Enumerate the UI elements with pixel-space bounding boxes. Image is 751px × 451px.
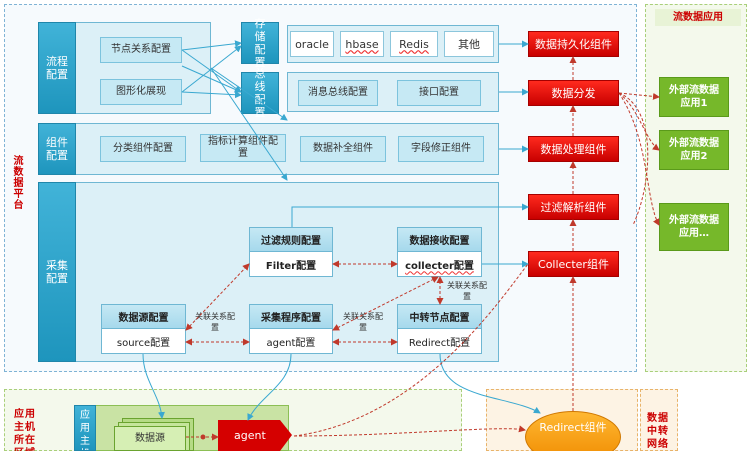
- data-receive-title: 数据接收配置: [398, 228, 481, 252]
- bus-config-header[interactable]: 总线配置: [241, 67, 279, 119]
- data-source-config[interactable]: 数据源配置 source配置: [101, 304, 186, 354]
- field-fix-component[interactable]: 字段修正组件: [398, 136, 484, 162]
- external-app-1[interactable]: 外部流数据应用1: [659, 77, 729, 117]
- relay-node-config[interactable]: 中转节点配置 Redirect配置: [397, 304, 482, 354]
- data-receive-config[interactable]: 数据接收配置 collecter配置: [397, 227, 482, 277]
- data-completion-component[interactable]: 数据补全组件: [300, 136, 386, 162]
- filter-rule-config[interactable]: 过滤规则配置 Filter配置: [249, 227, 333, 277]
- redirect-component-label: Redirect组件: [539, 421, 607, 434]
- node-relation-config[interactable]: 节点关系配置: [100, 37, 182, 63]
- flow-config-header: 流程配置: [38, 22, 76, 114]
- interface-config[interactable]: 接口配置: [397, 80, 481, 106]
- storage-config-header[interactable]: 存储配置: [241, 17, 279, 69]
- graphic-display[interactable]: 图形化展现: [100, 79, 182, 105]
- data-source-title: 数据源配置: [102, 305, 185, 329]
- relation-note-2: 关联关系配置: [343, 312, 383, 332]
- app-region-title: 流数据应用: [655, 9, 741, 26]
- redirect-config: Redirect配置: [408, 337, 471, 349]
- collecter-component[interactable]: Collecter组件: [528, 251, 619, 277]
- platform-label: 流数据平台: [11, 155, 22, 210]
- data-distribution[interactable]: 数据分发: [528, 80, 619, 106]
- agent-arrow-shape: [218, 420, 292, 451]
- data-processing-component[interactable]: 数据处理组件: [528, 136, 619, 162]
- collect-program-config[interactable]: 采集程序配置 agent配置: [249, 304, 333, 354]
- collecter-config: collecter配置: [405, 260, 474, 272]
- metric-component-config[interactable]: 指标计算组件配置: [200, 134, 286, 162]
- persistence-component[interactable]: 数据持久化组件: [528, 31, 619, 57]
- classify-component-config[interactable]: 分类组件配置: [100, 136, 186, 162]
- app-host-label: 应用主机: [74, 405, 96, 451]
- agent-arrow-box[interactable]: agent: [218, 420, 294, 451]
- relation-note-3: 关联关系配置: [447, 281, 487, 301]
- relay-side-region: [640, 389, 678, 451]
- storage-other[interactable]: 其他: [444, 31, 494, 57]
- storage-hbase[interactable]: hbase: [340, 31, 384, 57]
- data-source-box[interactable]: 数据源: [114, 426, 186, 451]
- relay-region-label: 数据中转网络: [647, 413, 669, 450]
- agent-label: agent: [234, 429, 266, 442]
- redirect-component[interactable]: [525, 411, 621, 451]
- app-region: [645, 4, 747, 372]
- storage-redis[interactable]: Redis: [390, 31, 438, 57]
- external-app-2[interactable]: 外部流数据应用2: [659, 130, 729, 170]
- collect-config-header: 采集配置: [38, 182, 76, 362]
- filter-parse-component[interactable]: 过滤解析组件: [528, 194, 619, 220]
- filter-config: Filter配置: [265, 260, 317, 272]
- collect-program-title: 采集程序配置: [250, 305, 332, 329]
- relay-node-title: 中转节点配置: [398, 305, 481, 329]
- agent-config: agent配置: [266, 337, 316, 349]
- host-region-label: 应用主机所在区域: [14, 409, 36, 451]
- message-bus-config[interactable]: 消息总线配置: [298, 80, 378, 106]
- component-config-header: 组件配置: [38, 123, 76, 175]
- filter-rule-title: 过滤规则配置: [250, 228, 332, 252]
- storage-oracle[interactable]: oracle: [290, 31, 334, 57]
- source-config: source配置: [116, 337, 171, 349]
- relation-note-1: 关联关系配置: [195, 312, 235, 332]
- external-app-3[interactable]: 外部流数据应用…: [659, 203, 729, 251]
